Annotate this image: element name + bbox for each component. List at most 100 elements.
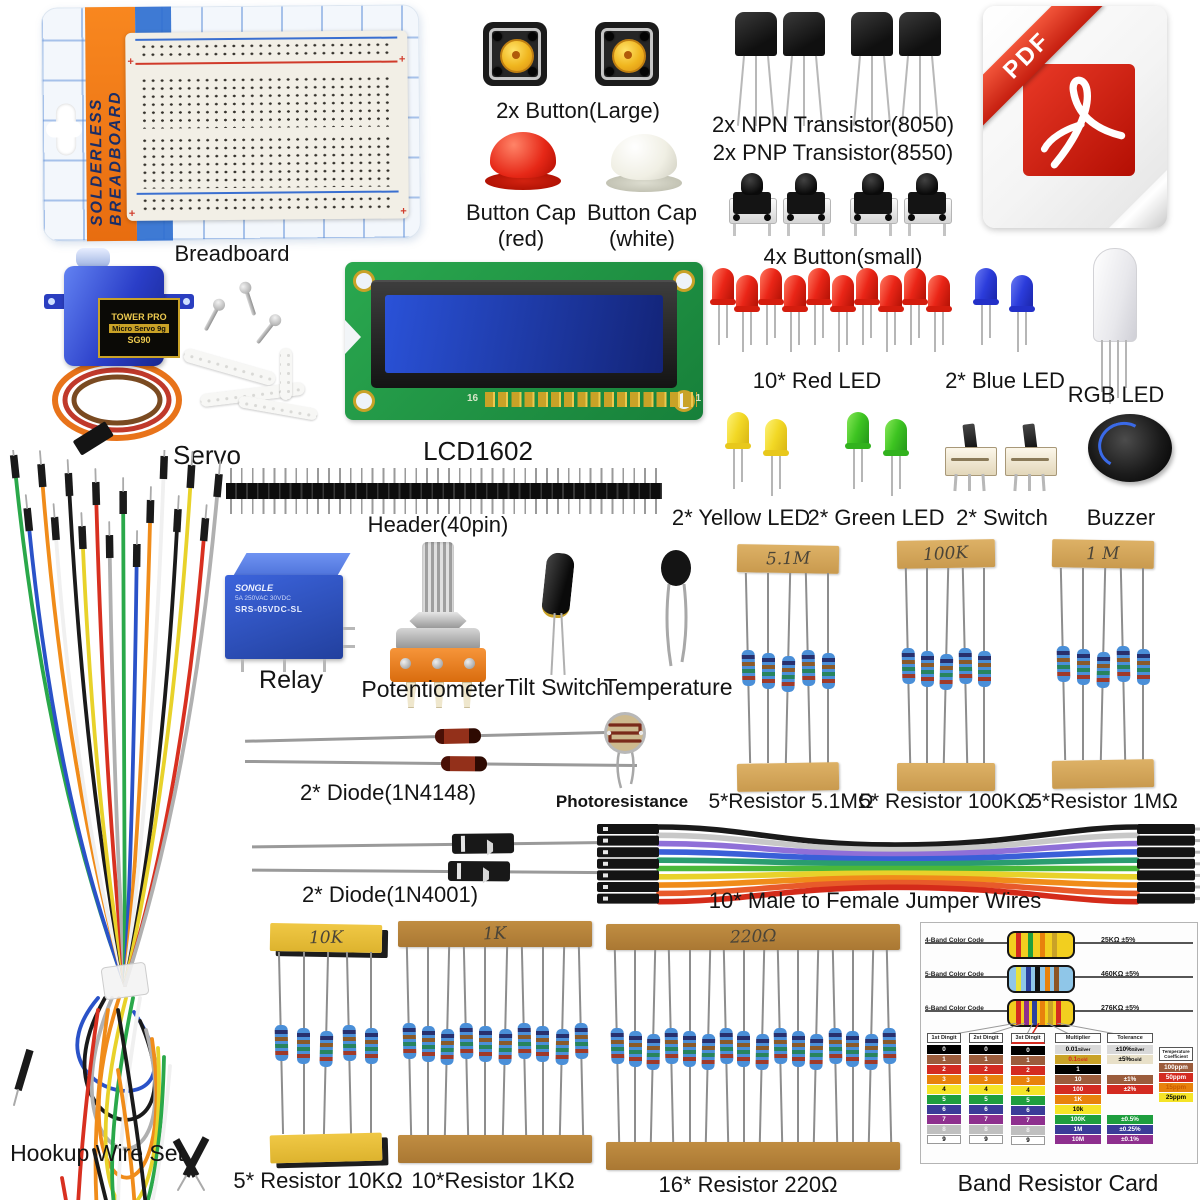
thermistor: [661, 550, 691, 667]
color-band: [1040, 933, 1045, 957]
resistor-body: [754, 1033, 769, 1071]
transistor: [851, 12, 893, 130]
resistor-body: [364, 1028, 378, 1064]
color-band: [1016, 933, 1021, 957]
resistor: [683, 950, 696, 1142]
resistor-body: [977, 650, 991, 687]
row-value: 25KΩ ±5%: [1101, 937, 1136, 944]
resistor: [780, 573, 795, 763]
multiplier-cell: 100: [1055, 1085, 1101, 1094]
transistor: [783, 12, 825, 130]
digit-cell: 3: [1011, 1076, 1045, 1085]
label-res-10k: 5* Resistor 10KΩ: [233, 1168, 403, 1193]
package-title-line2: BREADBOARD: [106, 90, 125, 227]
tolerance-cell: ±10%Silver: [1107, 1045, 1153, 1054]
label-cap-white-1: Button Cap: [586, 200, 698, 225]
label-red-led: 10* Red LED: [752, 368, 882, 393]
resistor-body: [274, 1024, 288, 1062]
connector-dot: [603, 873, 608, 878]
servo-horn: [237, 395, 319, 421]
wire: [54, 538, 127, 987]
resistor-graphic: [1007, 965, 1075, 993]
resistor: [809, 950, 824, 1142]
lcd-pin16: 16: [467, 393, 479, 404]
wire: [159, 455, 168, 480]
resistor-body: [920, 650, 934, 687]
rgb-led: [1093, 248, 1137, 404]
red-led: [758, 268, 784, 346]
digit-cell: 0: [969, 1045, 1003, 1054]
blue-led: [973, 268, 999, 346]
resistor: [497, 947, 512, 1135]
photoresistor: [604, 712, 646, 789]
wire: [116, 996, 172, 1200]
wire: [23, 507, 34, 532]
resistor-body: [741, 649, 755, 687]
tolerance-cell: ±0.5%: [1107, 1115, 1153, 1124]
resistor: [478, 947, 492, 1135]
servo-body: TOWER PRO Micro Servo 9g SG90: [64, 266, 180, 366]
wire: [50, 516, 60, 541]
male-pin: [1195, 827, 1200, 831]
kraft-label: 10K: [308, 927, 344, 949]
resistor: [761, 573, 775, 763]
resistor: [516, 947, 531, 1135]
row-name: 5-Band Color Code: [925, 971, 984, 978]
potentiometer: [388, 542, 488, 712]
resistor-body: [938, 653, 953, 690]
resistor-body: [1116, 645, 1130, 683]
wire: [177, 1175, 187, 1191]
large-button: [595, 22, 659, 86]
label-yellow-led: 2* Yellow LED: [671, 505, 811, 530]
green-led-row: [845, 412, 909, 497]
wire: [78, 525, 87, 550]
resistor: [664, 950, 679, 1142]
resistor: [773, 950, 788, 1142]
color-band: [1016, 1001, 1021, 1025]
wire: [195, 1175, 205, 1191]
multiplier-cell: 10k: [1055, 1105, 1101, 1114]
digit-cell: 4: [969, 1085, 1003, 1094]
female-connector: [597, 870, 659, 881]
unit-suffix: Gold: [1077, 1057, 1088, 1062]
male-connector: [1137, 870, 1195, 881]
cable-tie: [101, 962, 149, 1000]
digit-cell: 8: [969, 1125, 1003, 1134]
hookup-wire-bundle: [9, 450, 223, 1200]
lcd-pads: [485, 392, 697, 407]
resistor-body: [881, 1027, 896, 1065]
breadboard-package: SOLDERLESS BREADBOARD + + + +: [40, 4, 422, 242]
resistor: [920, 568, 934, 763]
resistor: [646, 950, 661, 1142]
resistor-body: [459, 1022, 474, 1060]
digit-cell: 2: [927, 1065, 961, 1074]
small-button: [902, 170, 952, 238]
resistor: [881, 950, 896, 1142]
label-res-5m1: 5*Resistor 5.1MΩ: [708, 790, 874, 813]
lcd-bezel: [371, 280, 677, 388]
servo-code: SG90: [127, 334, 151, 345]
red-led: [878, 275, 904, 353]
resistor-body: [628, 1031, 642, 1067]
wire: [9, 454, 20, 479]
resistor: [791, 950, 805, 1142]
label-cap-red-2: (red): [497, 226, 545, 251]
wire: [80, 512, 83, 527]
label-jumper: 10* Male to Female Jumper Wires: [708, 888, 1042, 913]
resistor: [610, 950, 624, 1142]
lcd-notch: [345, 320, 361, 354]
red-led: [734, 275, 760, 353]
wire: [656, 884, 1140, 905]
label-cap-white-2: (white): [608, 226, 676, 251]
resistor: [440, 947, 454, 1135]
male-pin: [1195, 850, 1200, 854]
temp-cell: 100ppm: [1159, 1063, 1193, 1072]
lcd-screen: [385, 295, 663, 373]
connector-dot: [603, 827, 608, 831]
wire: [146, 499, 155, 524]
tolerance-cell: [1107, 1065, 1153, 1074]
column-header: Multiplier: [1055, 1033, 1101, 1043]
slide-switch: [1005, 423, 1057, 492]
female-connector: [597, 893, 659, 904]
